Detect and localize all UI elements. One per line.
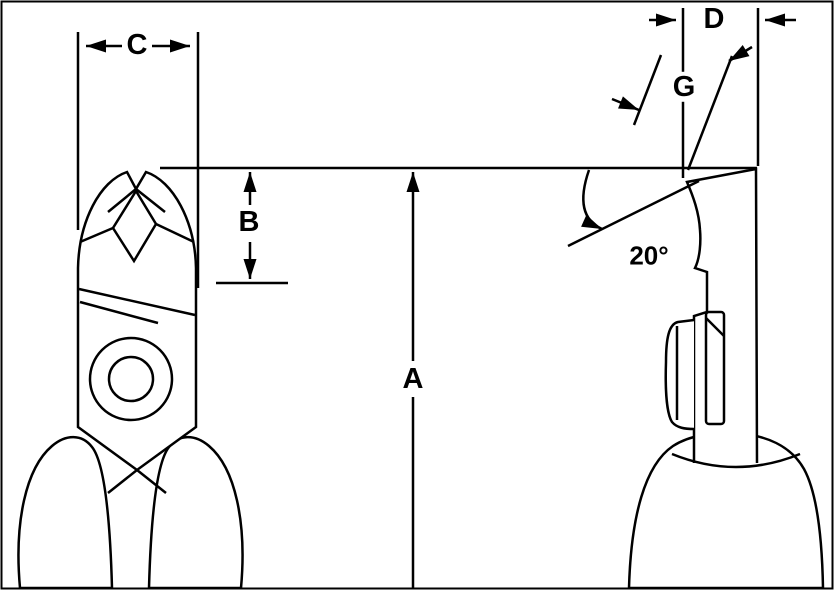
dim-g-line-right: [686, 55, 734, 171]
front-right-handle: [147, 435, 244, 590]
angle-label: 20°: [626, 242, 672, 270]
dim-g-line-left: [632, 54, 663, 126]
jaw-cross-line-left: [107, 469, 138, 494]
front-left-handle: [17, 435, 114, 590]
bevel-line-right: [135, 188, 166, 213]
pivot-inner-circle: [107, 355, 155, 403]
bevel-line-left: [107, 188, 137, 213]
dim-label-b: B: [235, 206, 263, 237]
dim-g-arrow-left: [611, 96, 640, 112]
seam-line-upper: [78, 287, 196, 317]
pivot-clip: [664, 318, 695, 431]
angle-arc-arrow: [581, 169, 603, 231]
jaw-opening: [111, 188, 158, 264]
jaw-cross-line-right: [136, 469, 167, 494]
angle-line: [567, 179, 700, 248]
dim-label-c: C: [123, 29, 151, 60]
cutter-side-view: [627, 167, 825, 590]
dim-label-g: G: [669, 71, 699, 102]
grip-collar-line: [671, 452, 801, 469]
dimension-lines: [76, 8, 796, 588]
head-slot: [704, 310, 726, 426]
cutter-front-view: [17, 170, 244, 590]
side-head-outline: [685, 167, 759, 464]
dim-g-arrow-right: [728, 45, 753, 63]
head-slot-diagonal: [705, 317, 725, 337]
bevel-side-line-right: [155, 222, 195, 244]
dim-label-a: A: [399, 363, 427, 394]
bevel-side-line-left: [79, 226, 114, 244]
seam-line-lower: [79, 300, 159, 325]
dim-label-d: D: [700, 3, 728, 34]
